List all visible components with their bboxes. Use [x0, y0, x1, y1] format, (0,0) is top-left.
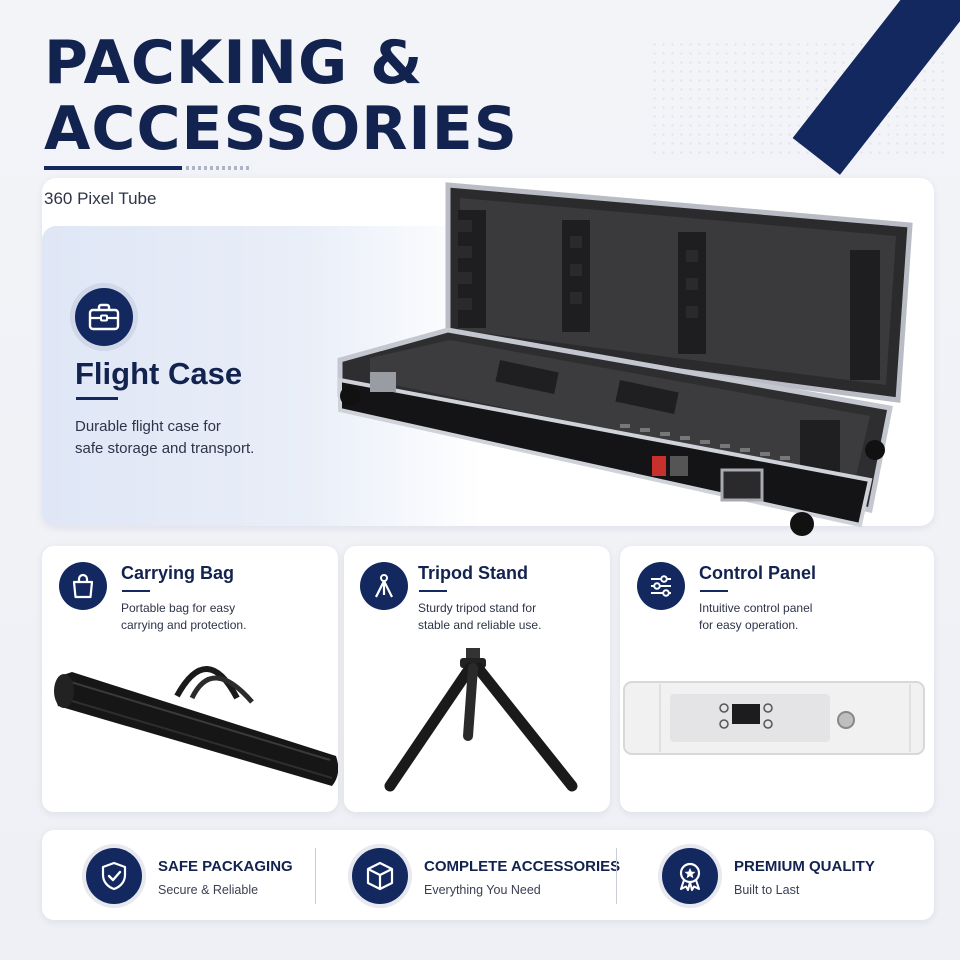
feature-premium-quality-subtitle: Built to Last — [734, 883, 800, 897]
tripod-stand-desc-line-2: stable and reliable use. — [418, 618, 542, 632]
carrying-bag-card: Carrying Bag Portable bag for easy carry… — [42, 546, 338, 812]
feature-complete-accessories-subtitle: Everything You Need — [424, 883, 541, 897]
control-panel-image — [623, 681, 925, 755]
flight-case-desc-line-1: Durable flight case for — [75, 418, 221, 435]
shield-check-icon — [86, 848, 142, 904]
control-panel-title: Control Panel — [699, 563, 817, 583]
control-panel-desc-line-2: for easy operation. — [699, 618, 799, 632]
briefcase-icon — [75, 288, 133, 346]
page-title-line-1: PACKING & — [44, 28, 424, 98]
control-panel-desc-line-1: Intuitive control panel — [699, 601, 813, 615]
sliders-icon — [637, 562, 685, 610]
carrying-bag-desc-line-2: carrying and protection. — [121, 618, 247, 632]
flight-case-image — [337, 182, 913, 536]
product-subtitle: 360 Pixel Tube — [44, 189, 157, 208]
tripod-stand-image — [384, 648, 578, 792]
feature-divider — [315, 848, 316, 904]
tripod-stand-card: Tripod Stand Sturdy tripod stand for sta… — [344, 546, 610, 812]
feature-complete-accessories-title: COMPLETE ACCESSORIES — [424, 858, 621, 875]
title-underline-hatch — [186, 166, 252, 170]
carrying-bag-title: Carrying Bag — [121, 563, 235, 583]
feature-strip — [42, 830, 934, 920]
feature-divider — [616, 848, 617, 904]
tripod-stand-description: Sturdy tripod stand for stable and relia… — [418, 600, 541, 634]
control-panel-description: Intuitive control panel for easy operati… — [699, 600, 812, 634]
tripod-stand-title-rule — [419, 590, 447, 592]
control-panel-title-rule — [700, 590, 728, 592]
carrying-bag-image — [54, 666, 338, 786]
flight-case-description: Durable flight case for safe storage and… — [75, 416, 315, 460]
flight-case-title-rule — [76, 397, 118, 400]
flight-case-desc-line-2: safe storage and transport. — [75, 440, 255, 457]
flight-case-title: Flight Case — [75, 356, 243, 391]
feature-safe-packaging-subtitle: Secure & Reliable — [158, 883, 259, 897]
tripod-stand-desc-line-1: Sturdy tripod stand for — [418, 601, 537, 615]
box-icon — [352, 848, 408, 904]
feature-premium-quality-title: PREMIUM QUALITY — [734, 858, 875, 875]
bag-icon — [59, 562, 107, 610]
carrying-bag-desc-line-1: Portable bag for easy — [121, 601, 236, 615]
control-panel-card: Control Panel Intuitive control panel fo… — [620, 546, 934, 812]
tripod-stand-title: Tripod Stand — [418, 563, 528, 583]
feature-safe-packaging-title: SAFE PACKAGING — [158, 858, 293, 875]
page-title-line-2: ACCESSORIES — [44, 94, 518, 164]
title-underline — [44, 166, 182, 170]
carrying-bag-description: Portable bag for easy carrying and prote… — [121, 600, 246, 634]
carrying-bag-title-rule — [122, 590, 150, 592]
page-title: PACKING & ACCESSORIES — [44, 30, 518, 162]
award-badge-icon — [662, 848, 718, 904]
tripod-icon — [360, 562, 408, 610]
